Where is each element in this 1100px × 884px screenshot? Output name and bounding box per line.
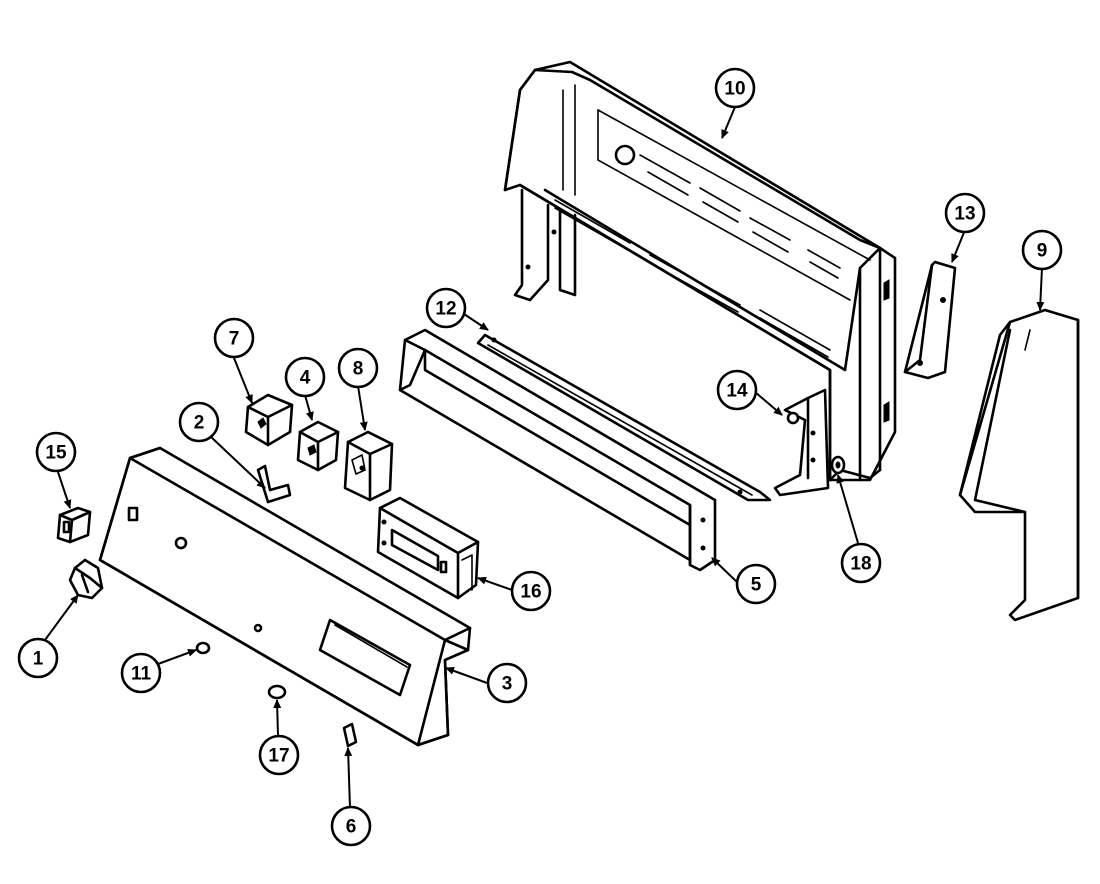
callout-16: 16 [510, 570, 552, 612]
part-7-switch [244, 393, 294, 447]
part-10-back-panel-frame [503, 60, 897, 482]
callout-14-label: 14 [726, 381, 748, 402]
callout-15: 15 [35, 431, 77, 473]
callout-16-label: 16 [520, 582, 541, 603]
callout-4-label: 4 [300, 368, 311, 389]
callout-3: 3 [486, 662, 528, 704]
callout-6: 6 [330, 805, 372, 847]
callout-10-label: 10 [724, 79, 745, 100]
part-14-mounting-bracket [773, 388, 830, 497]
part-9-end-cap [958, 308, 1080, 622]
leader-lines [44, 106, 1045, 809]
callout-11-label: 11 [131, 664, 152, 685]
part-5-channel-bracket [398, 328, 717, 572]
callout-1: 1 [17, 637, 59, 679]
callout-8: 8 [337, 347, 379, 389]
part-18-screw [830, 455, 846, 475]
part-4-switch [296, 420, 340, 472]
part-2-clip [256, 464, 292, 504]
part-8-timer [343, 430, 394, 502]
callout-12: 12 [425, 287, 467, 329]
part-1-knob [68, 558, 104, 600]
part-3-control-panel [98, 446, 472, 747]
callout-1-label: 1 [33, 649, 44, 670]
callout-9: 9 [1021, 229, 1063, 271]
callout-7-label: 7 [229, 329, 240, 350]
callout-15-label: 15 [45, 443, 67, 464]
callout-6-label: 6 [346, 817, 357, 838]
part-15-small-switch [56, 506, 92, 544]
part-17-plug [267, 684, 287, 700]
callout-18: 18 [840, 542, 882, 584]
part-11-button [195, 641, 211, 655]
callout-2: 2 [178, 401, 220, 443]
callout-17-label: 17 [268, 746, 289, 767]
callout-7: 7 [213, 317, 255, 359]
callout-10: 10 [714, 67, 756, 109]
part-16-control-module [376, 496, 480, 600]
callout-2-label: 2 [194, 413, 205, 434]
callout-5-label: 5 [751, 575, 762, 596]
part-13-side-bracket [903, 260, 957, 380]
part-6-rocker [342, 722, 358, 748]
callout-13: 13 [944, 192, 986, 234]
callout-9-label: 9 [1037, 241, 1048, 262]
callout-11: 11 [120, 652, 162, 694]
callout-4: 4 [284, 356, 326, 398]
callout-13-label: 13 [954, 204, 975, 225]
callout-17: 17 [258, 734, 300, 776]
callout-18-label: 18 [850, 554, 871, 575]
callout-12-label: 12 [435, 299, 456, 320]
part-12-trim-strip [476, 333, 772, 502]
callout-14: 14 [716, 369, 758, 411]
callout-8-label: 8 [353, 359, 364, 380]
callout-5: 5 [735, 563, 777, 605]
callout-3-label: 3 [502, 674, 513, 695]
